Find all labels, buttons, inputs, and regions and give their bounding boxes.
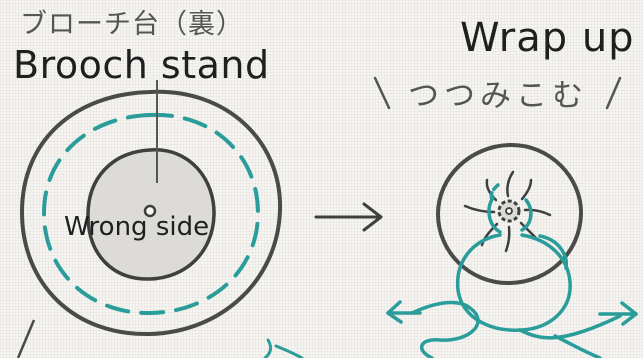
fabric-circle-outline (19, 89, 283, 337)
pull-arrow-left-icon (386, 300, 422, 324)
gathered-hole (505, 207, 513, 215)
thread-tail (263, 338, 304, 358)
arrow-right-icon (314, 202, 383, 232)
gather-lines (463, 170, 552, 253)
brooch-stand-title-jp: ブローチ台（裏） (20, 9, 244, 40)
wrap-up-illustration (373, 76, 638, 358)
emphasis-slash-right (605, 76, 622, 110)
running-stitch-circle (41, 112, 261, 316)
wrong-side-label: Wrong side (64, 212, 210, 242)
center-hole (143, 204, 157, 218)
wrap-up-title-en: Wrap up (460, 15, 635, 61)
brooch-stand-title-en: Brooch stand (13, 43, 270, 87)
pull-arrow-right-icon (598, 301, 638, 326)
emphasis-slash-left (373, 76, 391, 110)
pointer-line-lower (16, 319, 36, 358)
thread-loops (410, 183, 622, 358)
wrapped-fabric-circle (435, 142, 584, 286)
brooch-stand-illustration (16, 80, 304, 358)
wrap-up-title-jp: つつみこむ (408, 78, 588, 114)
